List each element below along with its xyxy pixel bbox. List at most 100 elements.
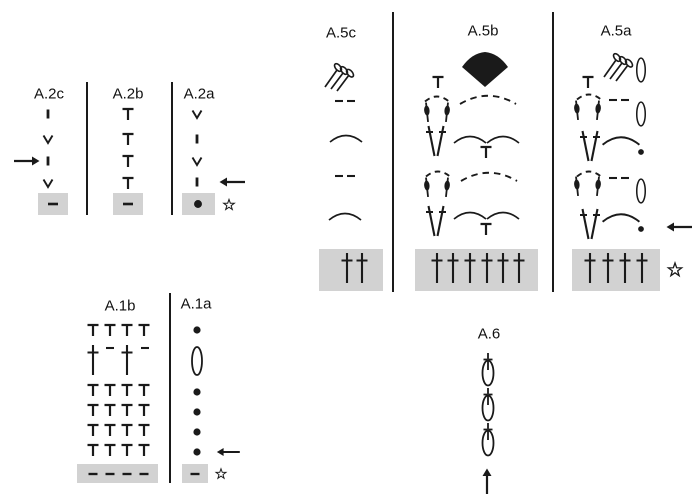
highlight-box <box>415 249 538 291</box>
cluster-stitch-icon <box>578 207 602 241</box>
highlight-box <box>319 249 383 291</box>
dashed-arc-small-icon <box>424 95 450 103</box>
cluster-stitch-icon <box>578 129 602 163</box>
slip-stitch-icon <box>193 448 201 456</box>
section-label-a-6: A.6 <box>478 326 501 343</box>
star-icon <box>667 262 683 277</box>
section-label-a-5c: A.5c <box>326 25 357 42</box>
hdc-stitch-icon <box>121 154 135 169</box>
cluster-stitch-icon <box>424 124 448 158</box>
hdc-stitch-icon <box>137 403 151 418</box>
hdc-stitch-icon <box>137 383 151 398</box>
loop-cluster-icon <box>324 61 356 92</box>
section-label-a-5b: A.5b <box>468 23 499 40</box>
arc-stitch-icon <box>601 213 641 223</box>
hdc-stitch-icon <box>103 423 117 438</box>
slip-stitch-icon <box>193 326 201 334</box>
v-stitch-icon <box>42 178 54 188</box>
bobble-stitch-icon <box>572 175 582 198</box>
slip-stitch-icon <box>194 200 202 208</box>
v-stitch-icon <box>191 156 203 166</box>
section-label-a-2a: A.2a <box>184 86 216 103</box>
slip-stitch-icon <box>638 226 644 232</box>
section-label-a-5a: A.5a <box>601 23 633 40</box>
arc-stitch-icon <box>601 136 641 146</box>
section-label-a-2c: A.2c <box>34 86 65 103</box>
hdc-stitch-icon <box>103 443 117 458</box>
arc-stitch-icon <box>328 212 362 221</box>
dashed-arc-large-icon <box>459 94 517 105</box>
hdc-stitch-icon <box>86 383 100 398</box>
arrow-left-icon <box>215 446 241 458</box>
hdc-stitch-icon <box>479 145 493 160</box>
highlight-box <box>77 464 158 483</box>
section-label-a-1b: A.1b <box>105 298 136 315</box>
bobble-stitch-icon <box>442 176 452 199</box>
v-stitch-icon <box>191 109 203 119</box>
dashed-arc-small-icon <box>576 93 602 101</box>
bobble-stitch-icon <box>572 99 582 122</box>
arrow-left-icon <box>218 176 247 188</box>
bobble-stitch-icon <box>422 176 432 199</box>
oval-cross-stitch-icon <box>481 422 495 457</box>
hdc-stitch-icon <box>120 383 134 398</box>
hdc-stitch-icon <box>103 323 117 338</box>
oval-stitch-icon <box>635 178 647 204</box>
cross-stitch-icon <box>86 343 100 377</box>
arrow-up-icon <box>481 467 493 496</box>
arc-stitch-icon <box>453 135 487 144</box>
hdc-stitch-icon <box>120 323 134 338</box>
hdc-stitch-icon <box>86 323 100 338</box>
hdc-stitch-icon <box>86 423 100 438</box>
oval-cross-stitch-icon <box>481 387 495 422</box>
section-label-a-1a: A.1a <box>181 296 213 313</box>
hdc-stitch-icon <box>103 383 117 398</box>
hdc-stitch-icon <box>431 75 445 90</box>
hdc-stitch-icon <box>137 323 151 338</box>
oval-stitch-icon <box>191 346 203 376</box>
hdc-stitch-icon <box>103 403 117 418</box>
v-stitch-icon <box>42 134 54 144</box>
bobble-stitch-icon <box>593 99 603 122</box>
arc-stitch-icon <box>486 211 520 220</box>
star-icon <box>215 468 227 479</box>
hdc-stitch-icon <box>121 107 135 122</box>
hdc-stitch-icon <box>120 443 134 458</box>
cross-stitch-icon <box>120 343 134 377</box>
fan-shell-icon <box>462 52 508 87</box>
slip-stitch-icon <box>193 428 201 436</box>
highlight-box <box>572 249 660 291</box>
arc-stitch-icon <box>453 211 487 220</box>
cluster-stitch-icon <box>424 204 448 238</box>
hdc-stitch-icon <box>86 403 100 418</box>
loop-cluster-icon <box>603 51 635 82</box>
bobble-stitch-icon <box>422 101 432 124</box>
hdc-stitch-icon <box>121 132 135 147</box>
section-label-a-2b: A.2b <box>113 86 144 103</box>
slip-stitch-icon <box>193 408 201 416</box>
hdc-stitch-icon <box>86 443 100 458</box>
oval-cross-stitch-icon <box>481 352 495 387</box>
bobble-stitch-icon <box>442 101 452 124</box>
hdc-stitch-icon <box>120 423 134 438</box>
hdc-stitch-icon <box>137 443 151 458</box>
hdc-stitch-icon <box>581 75 595 90</box>
arrow-left-icon <box>665 221 694 233</box>
arc-stitch-icon <box>486 135 520 144</box>
slip-stitch-icon <box>638 149 644 155</box>
hdc-stitch-icon <box>479 222 493 237</box>
hdc-stitch-icon <box>137 423 151 438</box>
bobble-stitch-icon <box>593 175 603 198</box>
slip-stitch-icon <box>193 388 201 396</box>
oval-stitch-icon <box>635 57 647 83</box>
hdc-stitch-icon <box>120 403 134 418</box>
arc-stitch-icon <box>329 134 363 143</box>
dashed-arc-small-icon <box>576 170 602 178</box>
arrow-right-icon <box>12 155 41 167</box>
dashed-arc-large-icon <box>460 171 518 182</box>
dashed-arc-small-icon <box>425 170 451 178</box>
star-icon <box>223 198 235 211</box>
oval-stitch-icon <box>635 101 647 127</box>
